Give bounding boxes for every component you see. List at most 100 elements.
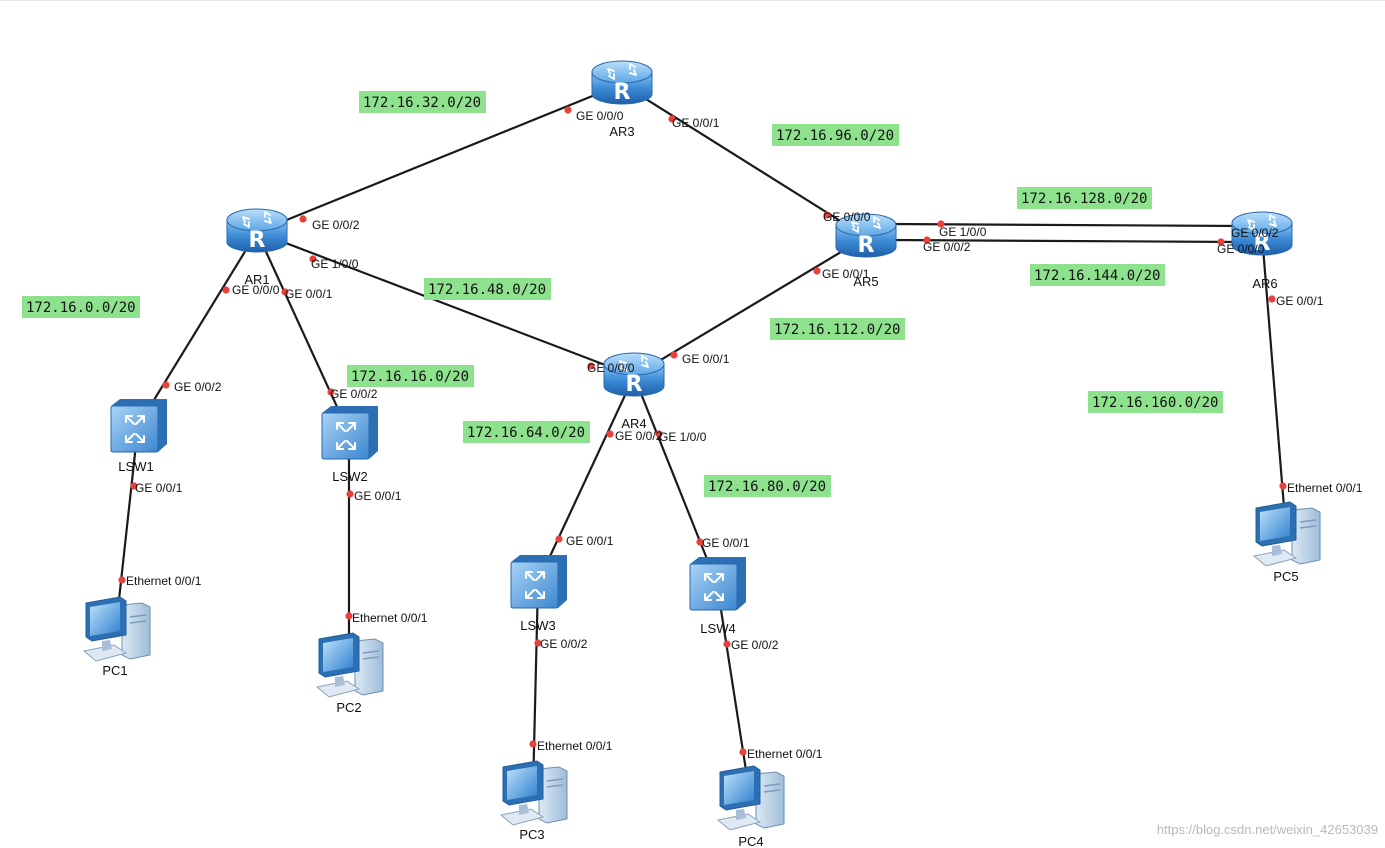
top-border [0, 0, 1385, 1]
pc-pc1[interactable]: PC1 [82, 596, 151, 678]
link-ar5-ar6 [889, 222, 1241, 228]
switch-icon [510, 555, 567, 609]
svg-text:R: R [614, 80, 631, 105]
subnet-label: 172.16.0.0/20 [22, 296, 140, 318]
subnet-label-bg [770, 318, 905, 340]
link-lsw1-pc1 [114, 425, 140, 628]
port-label: Ethernet 0/0/1 [126, 574, 202, 588]
port-label: GE 0/0/2 [330, 387, 378, 401]
port-dot [222, 286, 230, 294]
port-dot [739, 748, 747, 756]
watermark-text: https://blog.csdn.net/weixin_42653039 [1157, 822, 1378, 837]
router-icon: R [591, 60, 653, 105]
switch-lsw3[interactable]: LSW3 [510, 555, 567, 633]
subnet-label: 172.16.144.0/20 [1030, 264, 1165, 286]
device-label: AR1 [244, 272, 269, 287]
device-label: AR6 [1252, 276, 1277, 291]
port-label: GE 0/0/2 [615, 429, 663, 443]
device-label: AR4 [621, 416, 646, 431]
port-dot [555, 535, 563, 543]
router-ar1[interactable]: R AR1 [226, 208, 288, 287]
subnet-label: 172.16.160.0/20 [1088, 391, 1223, 413]
router-ar3[interactable]: R AR3 [591, 60, 653, 139]
device-label: PC3 [519, 827, 544, 842]
router-ar4[interactable]: R AR4 [603, 352, 665, 431]
port-dot [923, 236, 931, 244]
port-label: Ethernet 0/0/1 [1287, 481, 1363, 495]
pc-icon [1252, 501, 1321, 567]
port-dot [1217, 238, 1225, 246]
device-label: AR5 [853, 274, 878, 289]
port-label: GE 0/0/1 [702, 536, 750, 550]
router-icon: R [603, 352, 665, 397]
port-dot [327, 388, 335, 396]
router-ar6[interactable]: R AR6 [1231, 211, 1293, 291]
subnet-label-text: 172.16.112.0/20 [774, 322, 900, 338]
link-ar6-pc5 [1260, 234, 1288, 533]
port-dot [346, 490, 354, 498]
link-ar1-ar4 [256, 230, 635, 378]
port-label: GE 0/0/1 [682, 352, 730, 366]
port-label: GE 0/0/2 [731, 638, 779, 652]
link-lsw3-pc3 [531, 581, 540, 792]
link-lsw4-pc4 [715, 583, 752, 797]
subnet-label-bg [347, 365, 474, 387]
svg-text:R: R [249, 228, 266, 253]
subnet-label: 172.16.112.0/20 [770, 318, 905, 340]
switch-icon [110, 399, 167, 453]
switch-lsw1[interactable]: LSW1 [110, 399, 167, 474]
subnet-label-text: 172.16.32.0/20 [363, 95, 481, 111]
router-icon: R [1231, 211, 1293, 256]
subnet-label: 172.16.80.0/20 [704, 475, 831, 497]
port-label: GE 0/0/2 [174, 380, 222, 394]
subnet-label: 172.16.64.0/20 [463, 421, 590, 443]
device-label: LSW2 [332, 469, 367, 484]
switch-lsw2[interactable]: LSW2 [321, 406, 378, 484]
device-label: LSW1 [118, 459, 153, 474]
pc-icon [716, 765, 785, 831]
device-label: AR3 [609, 124, 634, 139]
subnet-label-text: 172.16.64.0/20 [467, 425, 585, 441]
subnet-label-bg [463, 421, 590, 443]
subnet-label-text: 172.16.144.0/20 [1034, 268, 1160, 284]
pc-pc2[interactable]: PC2 [315, 632, 384, 715]
port-dot [668, 115, 676, 123]
subnet-label-text: 172.16.48.0/20 [428, 282, 546, 298]
subnet-label: 172.16.16.0/20 [347, 365, 474, 387]
subnet-label-text: 172.16.160.0/20 [1092, 395, 1218, 411]
switch-lsw4[interactable]: LSW4 [689, 557, 746, 636]
device-label: PC5 [1273, 569, 1298, 584]
subnet-label-text: 172.16.0.0/20 [26, 300, 136, 316]
subnet-labels-layer: 172.16.32.0/20172.16.96.0/20172.16.128.0… [22, 91, 1223, 497]
port-dots-layer [118, 106, 1287, 756]
port-dot [309, 255, 317, 263]
port-label: GE 0/0/1 [672, 116, 720, 130]
port-label: GE 0/0/1 [822, 267, 870, 281]
switch-icon [689, 557, 746, 611]
subnet-label-text: 172.16.80.0/20 [708, 479, 826, 495]
pc-pc5[interactable]: PC5 [1252, 501, 1321, 584]
svg-text:R: R [626, 372, 643, 397]
port-dot [670, 351, 678, 359]
port-label: GE 0/0/1 [135, 481, 183, 495]
device-label: PC2 [336, 700, 361, 715]
subnet-label-bg [359, 91, 486, 113]
pc-icon [315, 632, 384, 698]
port-label: GE 0/0/0 [587, 361, 635, 375]
port-label: GE 0/0/2 [312, 218, 360, 232]
device-label: LSW4 [700, 621, 735, 636]
subnet-label: 172.16.48.0/20 [424, 278, 551, 300]
port-label: GE 1/0/0 [311, 257, 359, 271]
subnet-label: 172.16.32.0/20 [359, 91, 486, 113]
switch-icon [321, 406, 378, 460]
subnet-label-bg [22, 296, 140, 318]
link-ar1-ar3 [256, 82, 623, 234]
port-label: GE 0/0/1 [354, 489, 402, 503]
subnet-label-bg [1088, 391, 1223, 413]
pc-icon [499, 760, 568, 826]
pc-pc4[interactable]: PC4 [716, 765, 785, 848]
pc-pc3[interactable]: PC3 [499, 760, 568, 842]
